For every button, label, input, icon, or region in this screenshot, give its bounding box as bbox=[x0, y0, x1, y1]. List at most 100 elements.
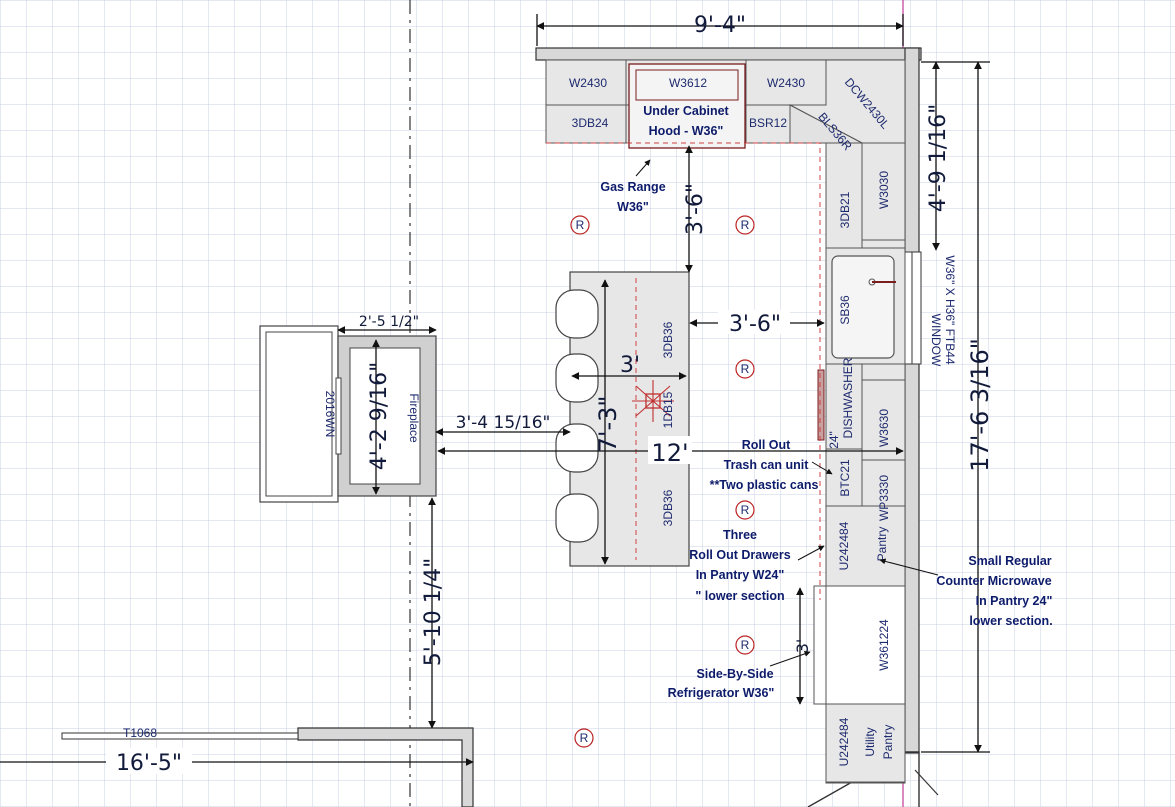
stool bbox=[555, 493, 599, 543]
trash-label-line2: Trash can unit bbox=[724, 458, 810, 472]
code-island-3db36-top: 3DB36 bbox=[661, 321, 675, 358]
code-w3612: W3612 bbox=[669, 76, 707, 90]
code-u242484-b: U242484 bbox=[837, 717, 851, 766]
code-pantry: Pantry bbox=[875, 527, 889, 562]
dim-aisle-island: 3'-6" bbox=[729, 312, 781, 337]
code-sb36: SB36 bbox=[838, 295, 852, 325]
code-3db21: 3DB21 bbox=[838, 191, 852, 228]
recessed-light-icon: R bbox=[570, 215, 590, 235]
stool bbox=[555, 353, 599, 403]
utility-pantry bbox=[825, 703, 906, 783]
dim-fireplace-width: 2'-5 1/2" bbox=[359, 314, 419, 330]
recessed-light-icon: R bbox=[735, 635, 755, 655]
dim-right-total: 17'-6 3/16" bbox=[966, 338, 994, 472]
code-btc21: BTC21 bbox=[838, 459, 852, 497]
drawers-label-line2: Roll Out Drawers bbox=[689, 548, 790, 562]
micro-label-line4: lower section. bbox=[969, 614, 1052, 628]
cabinet-3db24 bbox=[545, 104, 627, 144]
gas-range bbox=[628, 63, 746, 149]
code-w361224: W361224 bbox=[877, 619, 891, 671]
micro-label-line1: Small Regular bbox=[968, 554, 1051, 568]
range-label-line2: W36" bbox=[617, 200, 649, 214]
cabinet-btc21 bbox=[825, 448, 863, 507]
recessed-light-label: R bbox=[741, 503, 750, 517]
recessed-light-icon: R bbox=[735, 359, 755, 379]
dim-top-width: 9'-4" bbox=[694, 13, 746, 38]
dim-fireplace-depth: 4'-2 9/16" bbox=[367, 362, 392, 471]
bottom-wall bbox=[297, 727, 474, 807]
recessed-light-label: R bbox=[580, 731, 589, 745]
code-wp3330: WP3330 bbox=[877, 475, 891, 521]
recessed-light-label: R bbox=[741, 362, 750, 376]
code-dishwasher-size: 24" bbox=[827, 431, 841, 449]
refrigerator bbox=[813, 585, 906, 705]
recessed-light-icon: R bbox=[735, 215, 755, 235]
code-island-3db36-bot: 3DB36 bbox=[661, 489, 675, 526]
hood-label-line2: Hood - W36" bbox=[649, 124, 724, 138]
pendant-light-icon bbox=[632, 380, 674, 422]
stool bbox=[555, 423, 599, 473]
recessed-light-label: R bbox=[576, 218, 585, 232]
trash-label-line1: Roll Out bbox=[742, 438, 791, 452]
range-burners bbox=[635, 69, 739, 101]
code-u242484-a: U242484 bbox=[837, 521, 851, 570]
code-w2430-right: W2430 bbox=[767, 76, 805, 90]
dim-island-length: 7'-3" bbox=[594, 396, 622, 453]
dim-aisle-range: 3'-6" bbox=[683, 183, 708, 235]
fireplace-label: Fireplace bbox=[407, 393, 421, 443]
range-label-line1: Gas Range bbox=[600, 180, 665, 194]
drawers-label-line4: " lower section bbox=[695, 589, 784, 603]
door-t1068 bbox=[61, 732, 299, 740]
code-w2430-left: W2430 bbox=[569, 76, 607, 90]
hood-label-line1: Under Cabinet bbox=[643, 104, 729, 118]
dim-right-upper: 4'-9 1/16" bbox=[926, 104, 951, 213]
code-utility: Utility bbox=[863, 727, 877, 756]
door-swing bbox=[914, 769, 939, 796]
dim-island-span: 12' bbox=[651, 439, 688, 467]
fridge-leader bbox=[769, 650, 811, 667]
cabinet-w3030 bbox=[861, 142, 906, 241]
trash-label-line3: **Two plastic cans bbox=[710, 478, 819, 492]
dim-bg bbox=[106, 748, 192, 774]
dim-bottom-left: 16'-5" bbox=[116, 751, 182, 776]
code-dishwasher: DISHWASHER bbox=[841, 357, 855, 438]
recessed-light-label: R bbox=[741, 218, 750, 232]
hearth-inner bbox=[265, 331, 333, 497]
range-leader bbox=[635, 159, 651, 177]
recessed-light-icon: R bbox=[574, 728, 594, 748]
dim-fireplace-gap: 3'-4 15/16" bbox=[456, 413, 551, 433]
recessed-light-label: R bbox=[741, 638, 750, 652]
dim-bg bbox=[718, 310, 790, 334]
code-w3030: W3030 bbox=[877, 171, 891, 209]
fridge-label-line1: Side-By-Side bbox=[696, 667, 773, 681]
fireplace-code: 2016WN bbox=[323, 391, 337, 438]
top-wall bbox=[535, 47, 922, 61]
trash-leader bbox=[811, 461, 833, 475]
micro-leader bbox=[879, 558, 939, 576]
dim-fireplace-down: 5'-10 1/4" bbox=[421, 558, 446, 667]
fireplace-hearth bbox=[259, 325, 339, 503]
stool bbox=[555, 289, 599, 339]
recessed-lights: R R R R R R bbox=[570, 215, 755, 748]
cabinet-bsr12 bbox=[745, 104, 791, 144]
micro-label-line3: In Pantry 24" bbox=[976, 594, 1053, 608]
firebox bbox=[349, 347, 421, 485]
drawers-leader bbox=[797, 545, 825, 561]
drawers-label-line1: Three bbox=[723, 528, 757, 542]
dim-fridge: 3' bbox=[793, 639, 812, 654]
t1068-label: T1068 bbox=[123, 726, 157, 740]
dim-island-depth: 3' bbox=[620, 353, 640, 378]
code-utility-pantry: Pantry bbox=[881, 725, 895, 760]
right-wall bbox=[904, 47, 920, 754]
dishwasher-door bbox=[817, 369, 825, 441]
code-3db24: 3DB24 bbox=[572, 116, 609, 130]
dim-bg bbox=[648, 436, 692, 464]
window-label-line2: W36" X H36" FTB44 bbox=[943, 255, 957, 365]
window-label-line1: WINDOW bbox=[929, 314, 943, 367]
code-bsr12: BSR12 bbox=[749, 116, 787, 130]
code-island-1db15: 1DB15 bbox=[661, 391, 675, 428]
fridge-label-line2: Refrigerator W36" bbox=[668, 686, 775, 700]
drawers-label-line3: In Pantry W24" bbox=[696, 568, 785, 582]
code-w3630: W3630 bbox=[877, 409, 891, 447]
